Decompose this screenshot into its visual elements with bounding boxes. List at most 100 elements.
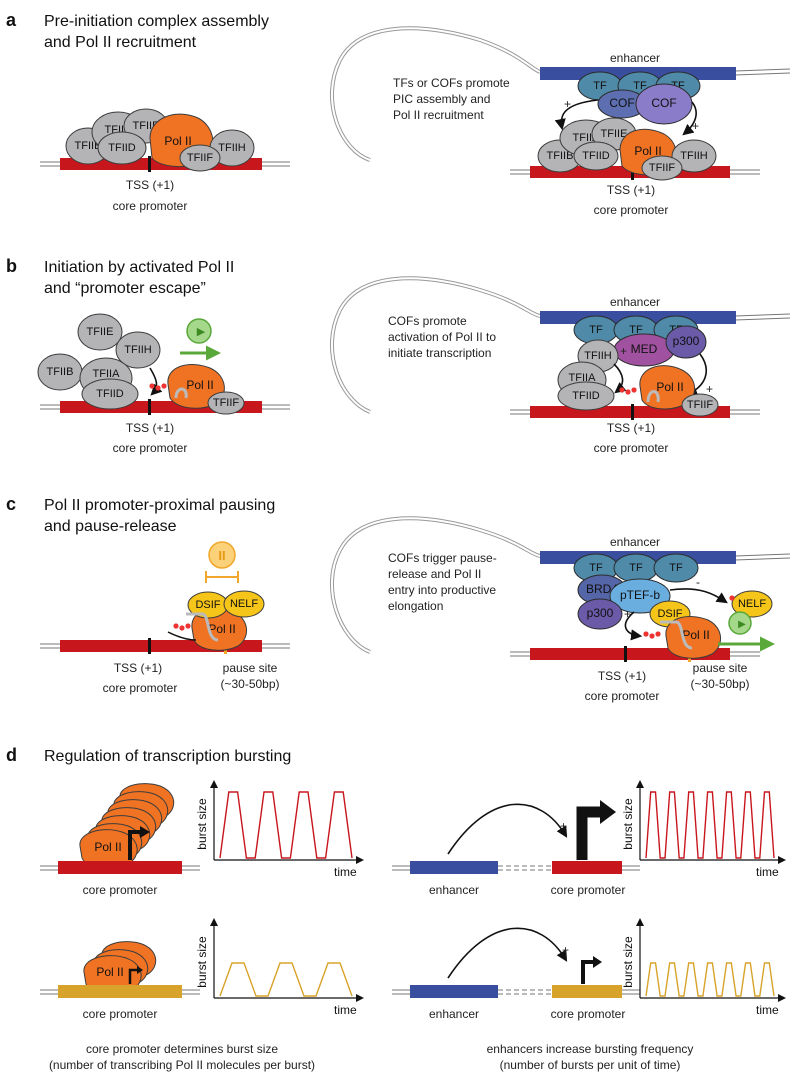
c-tf-3: TF — [669, 562, 683, 574]
d-core-promoter-label-2: core promoter — [83, 1007, 158, 1021]
x-axis-arrow-icon — [356, 994, 364, 1002]
d-plus-1: + — [560, 819, 567, 833]
panel-a-letter: a — [6, 10, 17, 30]
b-med: MED — [631, 342, 658, 356]
d-caption-left-2: (number of transcribing Pol II molecules… — [49, 1058, 315, 1072]
r-tfiid-label: TFIID — [582, 150, 610, 162]
c-nelf: NELF — [230, 598, 258, 610]
pause-site-label: pause site — [223, 661, 278, 675]
pol-ii-label: Pol II — [164, 134, 191, 148]
b-tf-1: TF — [589, 324, 603, 336]
d-pol-stack-small: Pol II — [83, 941, 157, 995]
y-axis-arrow-icon — [210, 780, 218, 788]
b-note-1: COFs promote — [388, 314, 467, 328]
b-note-3: initiate transcription — [388, 346, 491, 360]
burst-series-line — [219, 962, 353, 997]
panel-c-title-1: Pol II promoter-proximal pausing — [44, 497, 275, 514]
y-axis-arrow-icon — [636, 918, 644, 926]
pause-symbol: II — [218, 548, 225, 563]
panel-d-title: Regulation of transcription bursting — [44, 748, 291, 765]
tss-label: TSS (+1) — [126, 178, 174, 192]
tss-label-b-right: TSS (+1) — [607, 421, 655, 435]
y-axis-arrow-icon — [636, 780, 644, 788]
y-axis-label: burst size — [621, 798, 635, 850]
cof-2-label: COF — [651, 96, 676, 110]
b-note-2: activation of Pol II to — [388, 330, 496, 344]
core-promoter-label-c-right: core promoter — [585, 689, 660, 703]
c-note-3: entry into productive — [388, 583, 496, 597]
d-enhancer-1 — [410, 861, 498, 874]
note-line-3: Pol II recruitment — [393, 108, 484, 122]
r-tfiif-label: TFIIF — [649, 162, 676, 174]
panel-d: d Regulation of transcription bursting P… — [6, 745, 786, 1072]
d-caption-right-2: (number of bursts per unit of time) — [500, 1058, 681, 1072]
arrow-tf-to-pic — [554, 99, 599, 131]
panel-d-letter: d — [6, 745, 17, 765]
tss-tick — [148, 156, 151, 172]
protein-tfiih-label: TFIIH — [218, 142, 246, 154]
d-pol-label-1: Pol II — [94, 840, 121, 854]
core-promoter-label-b-right: core promoter — [594, 441, 669, 455]
c-dsif: DSIF — [195, 599, 220, 611]
pause-icon — [208, 541, 236, 569]
panel-b: b Initiation by activated Pol II and “pr… — [6, 256, 791, 455]
burst-series-line — [645, 791, 775, 859]
c-note-2: release and Pol II — [388, 567, 481, 581]
c-minus: - — [696, 575, 700, 589]
c-p300: p300 — [587, 606, 614, 620]
b-tfiib-label: TFIIB — [47, 366, 74, 378]
protein-tfiid — [97, 131, 147, 165]
c-ptefb: pTEF-b — [620, 588, 660, 602]
d-pol-stack-large: Pol II — [79, 783, 175, 869]
panel-a-right-complex: TFIIB TFIIA TFIIE TFIID Pol II TFIIH TFI… — [537, 117, 717, 181]
b-pol-label: Pol II — [186, 378, 213, 392]
d-core-promoter-red-2 — [552, 861, 622, 874]
panel-b-left-complex: TFIIE TFIIH TFIIB TFIIA TFIID Pol II TFI… — [37, 313, 245, 415]
plus-2: + — [692, 119, 699, 133]
r-pol-label: Pol II — [634, 144, 661, 158]
y-axis-label: burst size — [195, 798, 209, 850]
d-plus-2: + — [562, 943, 569, 957]
protein-tfiib-label: TFIIB — [75, 140, 102, 152]
b-r-tfiih: TFIIH — [584, 350, 612, 362]
b-plus-1: + — [620, 344, 627, 358]
protein-tfiid-label: TFIID — [108, 142, 136, 154]
core-promoter-label: core promoter — [113, 199, 188, 213]
b-tfiid-label: TFIID — [96, 388, 124, 400]
d-core-promoter-gold-1 — [58, 985, 182, 998]
c-play-symbol: ▶ — [738, 619, 746, 630]
burst-plot-3: burst size time — [195, 918, 364, 1017]
b-tfiif-label: TFIIF — [213, 397, 240, 409]
play-symbol: ▶ — [197, 325, 206, 338]
d-core-promoter-label-3: core promoter — [551, 883, 626, 897]
c-pol: Pol II — [208, 622, 235, 636]
tss-label-b: TSS (+1) — [126, 421, 174, 435]
b-tfiia-label: TFIIA — [93, 368, 121, 380]
pause-site-label-right: pause site — [693, 661, 748, 675]
panel-b-letter: b — [6, 256, 17, 276]
b-r-tfiia: TFIIA — [569, 372, 597, 384]
y-axis-label: burst size — [195, 936, 209, 988]
panel-a-left-complex: TFIIB TFIIA TFIIE TFIID Pol II TFIIH TFI… — [65, 108, 255, 172]
r-tfiie-label: TFIIE — [601, 128, 628, 140]
x-axis-label: time — [334, 1003, 357, 1017]
x-axis-arrow-icon — [356, 856, 364, 864]
d-caption-right-1: enhancers increase bursting frequency — [487, 1042, 694, 1056]
panel-b-title-2: and “promoter escape” — [44, 280, 206, 297]
d-core-promoter-label-4: core promoter — [551, 1007, 626, 1021]
c-r-dsif: DSIF — [657, 608, 682, 620]
b-tf-2: TF — [629, 324, 643, 336]
panel-a: a Pre-initiation complex assembly and Po… — [6, 10, 791, 217]
core-promoter-label-c: core promoter — [103, 681, 178, 695]
c-tf-2: TF — [629, 562, 643, 574]
y-axis-label: burst size — [621, 936, 635, 988]
note-line-1: TFs or COFs promote — [393, 76, 510, 90]
b-r-tfiif: TFIIF — [687, 399, 714, 411]
d-core-promoter-label-1: core promoter — [83, 883, 158, 897]
b-plus-2: + — [706, 382, 713, 396]
cof-2 — [635, 83, 693, 125]
c-note-1: COFs trigger pause- — [388, 551, 497, 565]
